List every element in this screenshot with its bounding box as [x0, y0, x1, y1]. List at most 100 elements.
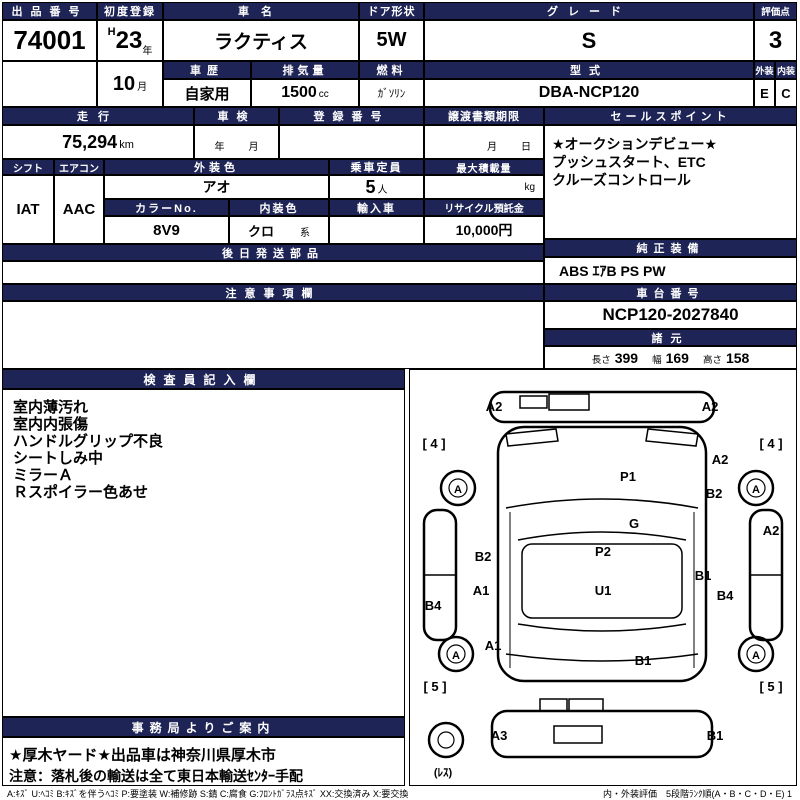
reg-year: 23: [115, 26, 143, 54]
exterior-grade-value: E: [754, 79, 775, 107]
genuine-equipment-value: ABS ｴｱB PS PW: [544, 257, 797, 284]
legend-codes: A:ｷｽﾞ U:ﾍｺﾐ B:ｷｽﾞを伴うﾍｺﾐ P:要塗装 W:補修跡 S:錆 …: [7, 789, 409, 799]
inspector-note-line: ハンドルグリップ不良: [13, 433, 164, 450]
interior-grade-header: 内装: [775, 61, 797, 79]
height-label: 高さ: [702, 354, 722, 366]
mark-rear-gate: B1: [635, 653, 652, 668]
inspection-expiry-value: 年 月: [194, 125, 279, 159]
interior-grade-value: C: [775, 79, 797, 107]
max-load-unit: kg: [524, 181, 535, 193]
mileage-unit: km: [119, 138, 134, 151]
wheel-rear-left: [437, 635, 475, 673]
max-load-header: 最大積載量: [424, 159, 544, 175]
auction-no-value: 74001: [2, 20, 97, 61]
mark-right-quarter: B4: [717, 588, 734, 603]
interior-color-value: クロ系: [229, 216, 329, 244]
history-value: 自家用: [163, 79, 251, 107]
mark-spare-tire: (ﾚｽ): [434, 767, 453, 779]
mark-left-rear-door: A1: [473, 583, 490, 598]
car-name-header: 車名: [163, 2, 359, 20]
score-value: 3: [754, 20, 797, 61]
mark-left-side-panel: B4: [425, 598, 442, 613]
registration-no-header: 登録番号: [279, 107, 424, 125]
length-label: 長さ: [591, 354, 611, 366]
mark-hood: P1: [620, 469, 636, 484]
office-info-line: 注意：落札後の輸送は全て東日本輸送ｾﾝﾀｰ手配: [9, 768, 303, 784]
inspection-year-placeholder: 年: [214, 142, 225, 153]
score-header: 評価点: [754, 2, 797, 20]
mark-front-bumper-right: A2: [702, 399, 719, 414]
displacement-header: 排気量: [251, 61, 359, 79]
displacement-number: 1500: [281, 84, 317, 101]
sales-point-line: ★オークションデビュー★: [552, 136, 718, 152]
mark-windshield: G: [629, 516, 639, 531]
mark-left-front-door: B2: [475, 549, 492, 564]
mark-wheel-rear-right: A: [752, 650, 760, 662]
model-code-header: 型式: [424, 61, 754, 79]
transfer-deadline-header: 譲渡書類期限: [424, 107, 544, 125]
mark-rear-bumper-left: A3: [491, 728, 508, 743]
later-parts-header: 後日発送部品: [2, 244, 544, 261]
damage-code-legend: A:ｷｽﾞ U:ﾍｺﾐ B:ｷｽﾞを伴うﾍｺﾐ P:要塗装 W:補修跡 S:錆 …: [2, 787, 797, 800]
fuel-value: ｶﾞｿﾘﾝ: [359, 79, 424, 107]
office-info-line: ★厚木ヤード★出品車は神奈川県厚木市: [9, 747, 276, 764]
later-parts-value: [2, 261, 544, 284]
import-value: [329, 216, 424, 244]
exterior-color-header: 外装色: [104, 159, 329, 175]
chassis-no-value: NCP120-2027840: [544, 301, 797, 329]
inspector-notes-header: 検査員記入欄: [2, 369, 405, 389]
first-registration-header: 初度登録: [97, 2, 163, 20]
chassis-no-header: 車台番号: [544, 284, 797, 301]
capacity-unit: 人: [377, 184, 388, 196]
sales-point-line: プッシュスタート、ETC: [552, 154, 706, 170]
license-plate: [553, 725, 603, 744]
capacity-header: 乗車定員: [329, 159, 424, 175]
door-shape-value: 5W: [359, 20, 424, 61]
auction-no-empty-cell: [2, 61, 97, 107]
aircon-header: エアコン: [54, 159, 104, 175]
recycle-deposit-value: 10,000円: [424, 216, 544, 244]
wheel-front-right: [737, 469, 775, 507]
mark-roof: P2: [595, 544, 611, 559]
shift-header: シフト: [2, 159, 54, 175]
grade-header: グレード: [424, 2, 754, 20]
inspector-notes-value: 室内薄汚れ 室内内張傷 ハンドルグリップ不良 シートしみ中 ミラーＡ Ｒスポイラ…: [2, 389, 405, 717]
windshield-line: [505, 498, 699, 509]
car-outline: [422, 390, 784, 759]
color-no-header: カラーNo.: [104, 199, 229, 216]
sales-points-value: ★オークションデビュー★ プッシュスタート、ETC クルーズコントロール: [544, 125, 797, 239]
transfer-day-placeholder: 日: [521, 142, 531, 153]
length-value: 399: [614, 349, 639, 366]
max-load-value: kg: [424, 175, 544, 199]
exterior-color-value: アオ: [104, 175, 329, 199]
mark-wheel-rear-left: A: [452, 650, 460, 662]
width-label: 幅: [652, 354, 662, 366]
office-info-value: ★厚木ヤード★出品車は神奈川県厚木市 注意：落札後の輸送は全て東日本輸送ｾﾝﾀｰ…: [2, 737, 405, 786]
exterior-grade-header: 外装: [754, 61, 775, 79]
front-bumper: [488, 390, 716, 424]
interior-color-header: 内装色: [229, 199, 329, 216]
car-name-value: ラクティス: [163, 20, 359, 61]
registration-no-value: [279, 125, 424, 159]
mileage-header: 走行: [2, 107, 194, 125]
inspector-note-line: 室内内張傷: [13, 416, 89, 433]
headlight-left: [505, 428, 559, 447]
mark-front-bumper-left: A2: [486, 399, 503, 414]
mark-right-front-door: B2: [706, 486, 723, 501]
genuine-equipment-header: 純正装備: [544, 239, 797, 257]
wheel-rear-right: [737, 635, 775, 673]
mark-front-tire-left: [ 4 ]: [422, 436, 445, 451]
mark-wheel-front-right: A: [752, 484, 760, 496]
inspection-expiry-header: 車検: [194, 107, 279, 125]
damage-marks: A2 A2 [ 4 ] [ 4 ] A A P1 A2 B2 G A2 B2 P…: [422, 399, 782, 779]
interior-color-name: クロ: [247, 223, 274, 239]
roof-panel: [521, 543, 683, 619]
sales-point-line: クルーズコントロール: [552, 172, 691, 188]
legend-rank: 内・外装評価 5段階ﾗﾝｸ順(A・B・C・D・E) 1: [602, 789, 792, 799]
history-header: 車歴: [163, 61, 251, 79]
office-info-header: 事務局よりご案内: [2, 717, 405, 737]
